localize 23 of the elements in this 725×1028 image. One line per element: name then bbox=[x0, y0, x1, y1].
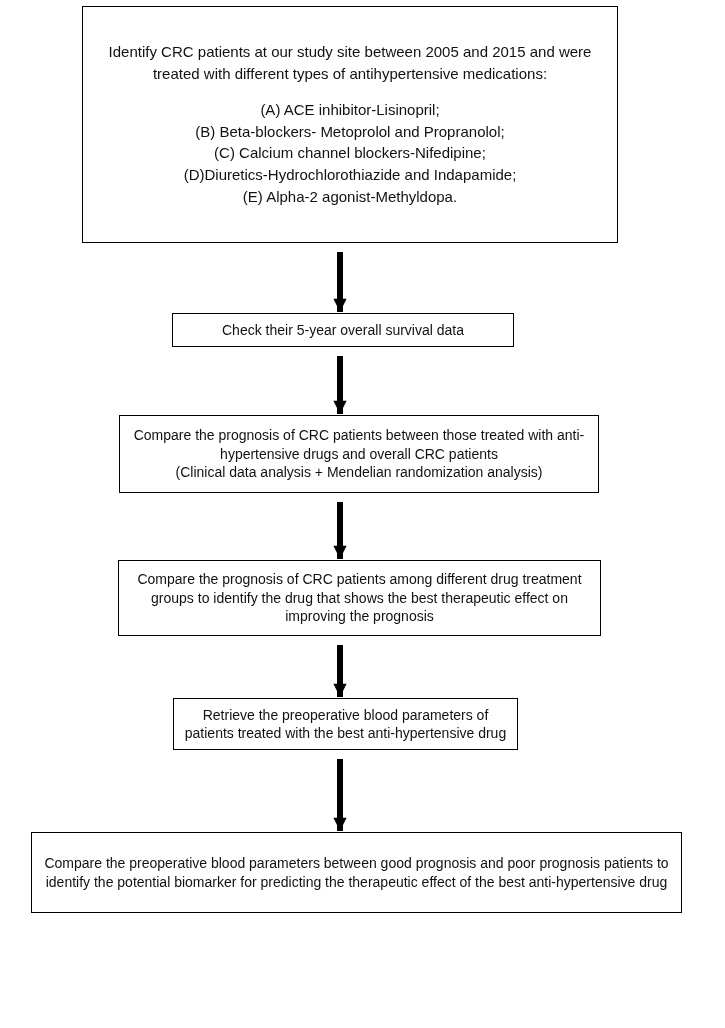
process-box bbox=[82, 6, 618, 243]
list-item: (B) Beta-blockers- Metoprolol and Propranolol; bbox=[194, 121, 506, 142]
list-item: (A) ACE inhibitor-Lisinopril; bbox=[259, 99, 441, 120]
box-text: Compare the prognosis of CRC patients between those treated with anti-hypertensive drugs and overall CRC patients bbox=[132, 426, 586, 464]
arrow bbox=[333, 356, 347, 414]
arrow bbox=[333, 759, 347, 831]
process-box bbox=[119, 415, 599, 493]
arrow bbox=[333, 502, 347, 559]
box-text: (Clinical data analysis + Mendelian randomization analysis) bbox=[174, 463, 544, 482]
box-text: Identify CRC patients at our study site between 2005 and 2015 and were treated with different types of antihypertensive medications: bbox=[107, 42, 593, 85]
arrow bbox=[333, 645, 347, 697]
arrow bbox=[333, 252, 347, 312]
process-box bbox=[172, 313, 514, 347]
process-box bbox=[118, 560, 601, 636]
box-text: Retrieve the preoperative blood parameters of patients treated with the best anti-hypertensive drug bbox=[183, 705, 508, 743]
box-text: Compare the preoperative blood parameters between good prognosis and poor prognosis patients to identify the potential biomarker for predicting the therapeutic effect of the best anti-hypertensive drug bbox=[43, 854, 670, 891]
process-box bbox=[31, 832, 682, 913]
process-box bbox=[173, 698, 518, 750]
list-item: (D)Diuretics-Hydrochlorothiazide and Indapamide; bbox=[182, 165, 518, 186]
list-item: (E) Alpha-2 agonist-Methyldopa. bbox=[241, 186, 459, 207]
list-item: (C) Calcium channel blockers-Nifedipine; bbox=[213, 143, 487, 164]
box-text: Compare the prognosis of CRC patients among different drug treatment groups to identify the drug that shows the best therapeutic effect on improving the prognosis bbox=[136, 570, 583, 626]
box-text: Check their 5-year overall survival data bbox=[221, 320, 465, 340]
